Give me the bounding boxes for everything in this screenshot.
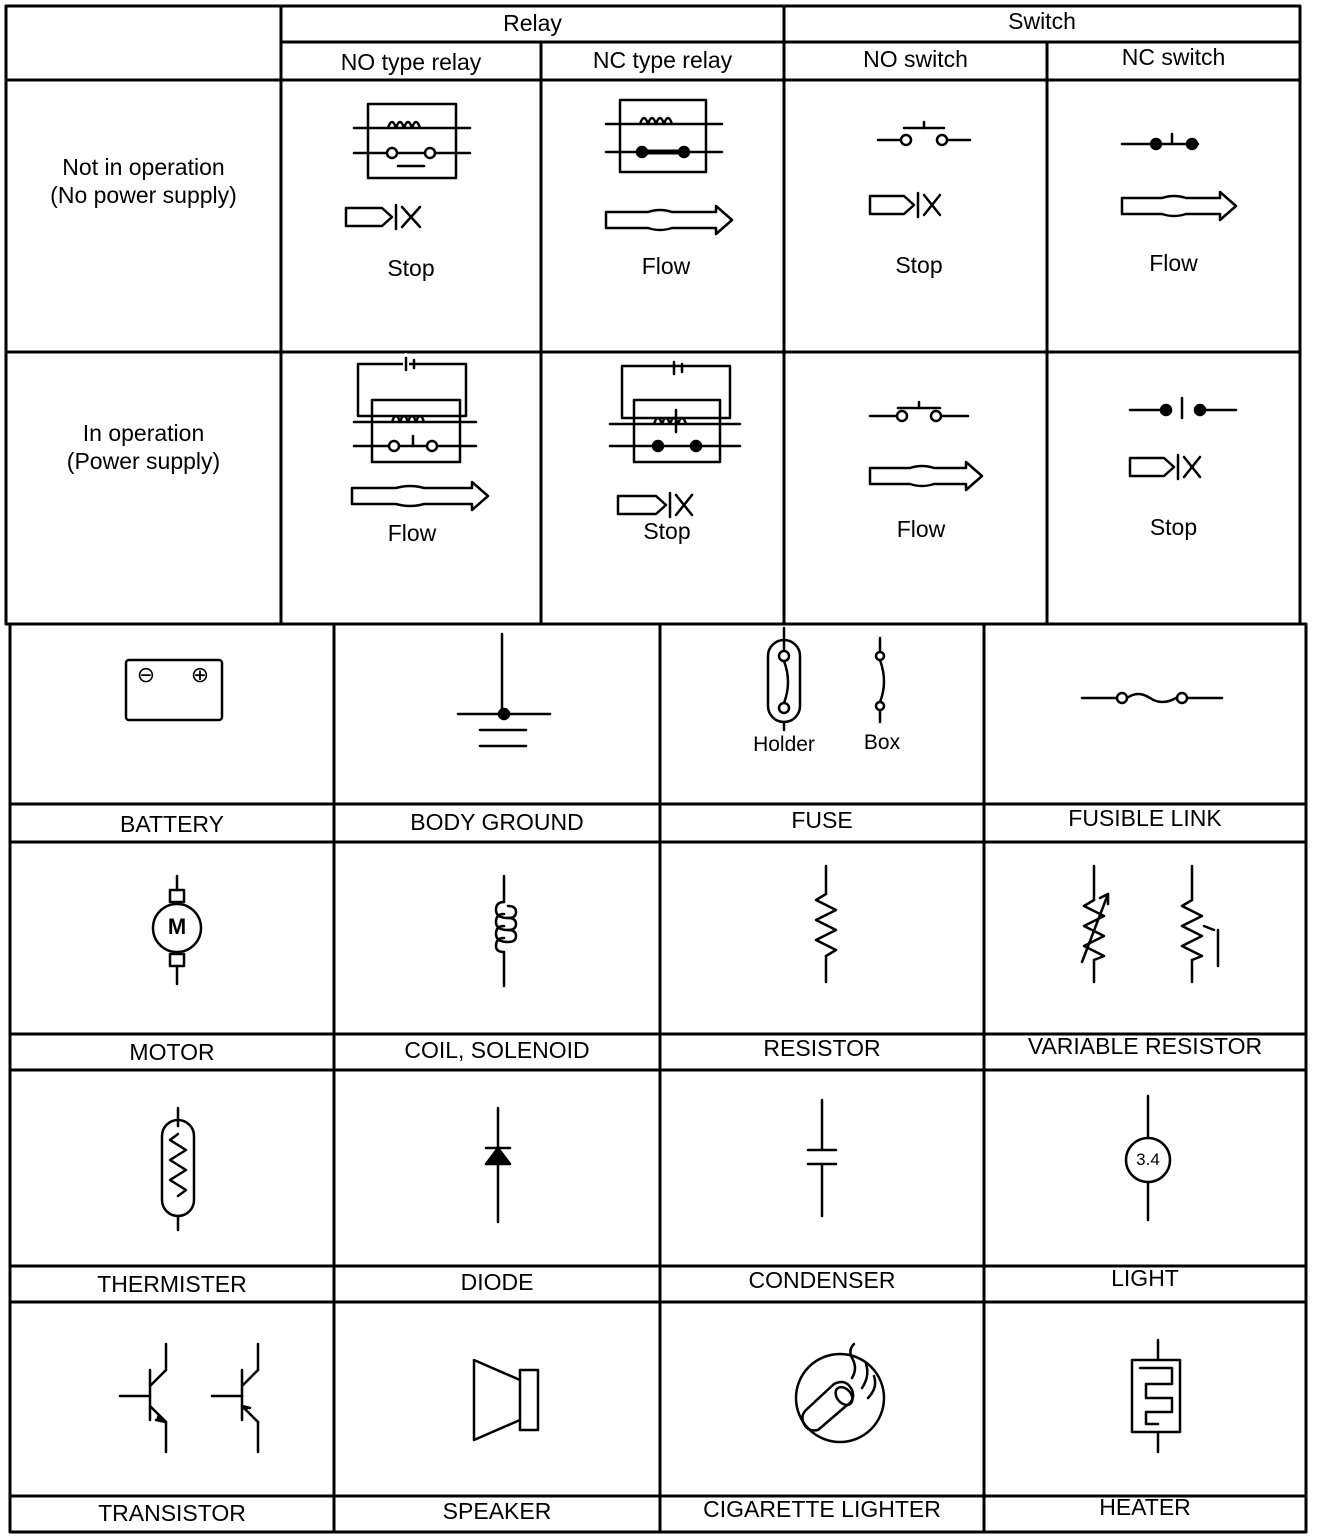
stop-arrow-icon [344, 203, 422, 231]
fuse-box-label: Box [863, 731, 901, 754]
battery-icon [124, 658, 224, 722]
header-nc-relay: NC type relay [592, 47, 733, 73]
diode-icon [484, 1106, 512, 1224]
caption-condenser: CONDENSER [748, 1267, 896, 1293]
caption-coil: COIL, SOLENOID [404, 1037, 590, 1063]
caption-diode: DIODE [460, 1269, 534, 1295]
nc-switch-off-icon [1120, 132, 1200, 151]
body-ground-icon [456, 632, 552, 748]
fuse-holder-icon [766, 626, 802, 732]
no-switch-on-icon [868, 400, 970, 423]
no-relay-on-icon [352, 353, 478, 464]
caption-speaker: SPEAKER [442, 1498, 552, 1524]
flow-arrow-icon [868, 460, 984, 492]
state-label: Stop [643, 518, 691, 544]
stop-arrow-icon [868, 191, 942, 219]
cigarette-lighter-icon [794, 1342, 886, 1444]
caption-motor: MOTOR [129, 1039, 215, 1065]
motor-letter: M [167, 914, 187, 939]
flow-arrow-icon [350, 480, 490, 512]
flow-arrow-icon [604, 204, 734, 236]
battery-positive-terminal: ⊕ [190, 662, 210, 687]
state-label: Stop [387, 255, 435, 281]
caption-battery: BATTERY [120, 811, 224, 837]
row-label-line: Not in operation [62, 154, 225, 180]
resistor-icon [814, 864, 838, 984]
stop-arrow-icon [616, 491, 694, 519]
fuse-box-icon [874, 636, 886, 724]
light-value: 3.4 [1136, 1150, 1160, 1169]
thermister-icon [160, 1106, 196, 1232]
battery-negative-terminal: ⊖ [136, 662, 156, 687]
state-label: Stop [1149, 514, 1198, 540]
flow-arrow-icon [1120, 190, 1238, 222]
row-label-in-operation: In operation (Power supply) [6, 420, 281, 475]
nc-switch-on-icon [1128, 396, 1238, 420]
caption-cigarette-lighter: CIGARETTE LIGHTER [703, 1496, 941, 1522]
caption-heater: HEATER [1099, 1494, 1191, 1520]
speaker-icon [472, 1358, 540, 1442]
header-no-switch: NO switch [863, 46, 968, 72]
fuse-holder-label: Holder [753, 733, 815, 756]
caption-transistor: TRANSISTOR [98, 1500, 246, 1526]
condenser-icon [806, 1098, 838, 1218]
no-relay-off-icon [352, 102, 472, 180]
heater-icon [1130, 1338, 1182, 1454]
fusible-link-icon [1080, 691, 1224, 705]
header-no-relay: NO type relay [340, 49, 482, 75]
motor-icon [151, 874, 203, 986]
stop-arrow-icon [1128, 453, 1202, 481]
transistor-pnp-icon [210, 1342, 260, 1454]
caption-fuse: FUSE [791, 807, 853, 833]
variable-resistor-icon [1080, 864, 1110, 984]
caption-variable-resistor: VARIABLE RESISTOR [1027, 1033, 1263, 1059]
header-relay: Relay [503, 10, 562, 36]
header-nc-switch: NC switch [1121, 44, 1226, 70]
light-icon [1124, 1094, 1172, 1222]
row-label-line: (Power supply) [66, 447, 221, 474]
caption-light: LIGHT [1111, 1265, 1179, 1291]
row-label-not-in-operation: Not in operation (No power supply) [6, 154, 281, 209]
row-label-line: In operation [82, 420, 205, 446]
row-label-line: (No power supply) [50, 181, 237, 208]
state-label: Flow [387, 520, 437, 546]
transistor-icon [118, 1342, 168, 1454]
no-switch-off-icon [876, 120, 972, 147]
state-label: Flow [1149, 250, 1198, 276]
bottom-table-grid [8, 622, 1308, 1534]
caption-fusible-link: FUSIBLE LINK [1068, 805, 1222, 831]
caption-resistor: RESISTOR [763, 1035, 881, 1061]
variable-resistor-tap-icon [1180, 864, 1220, 984]
state-label: Stop [895, 252, 943, 278]
caption-body-ground: BODY GROUND [410, 809, 584, 835]
caption-thermister: THERMISTER [97, 1271, 247, 1297]
header-switch: Switch [1008, 8, 1076, 34]
coil-icon [494, 874, 518, 988]
state-label: Flow [896, 516, 946, 542]
state-label: Flow [641, 253, 691, 279]
nc-relay-off-icon [604, 98, 724, 174]
nc-relay-on-icon [608, 360, 742, 464]
